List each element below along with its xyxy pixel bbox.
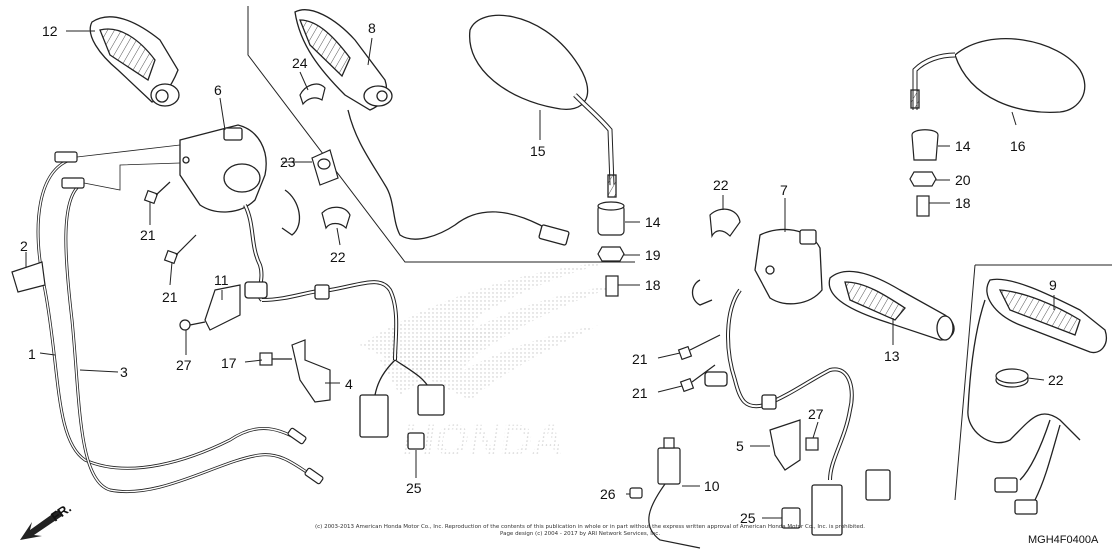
front-direction-arrow: FR. bbox=[20, 500, 74, 540]
footer: (c) 2003-2013 American Honda Motor Co., … bbox=[315, 524, 1099, 546]
callout-4: 4 bbox=[345, 376, 353, 392]
mirror-right bbox=[910, 37, 1086, 114]
callout-26: 26 bbox=[600, 486, 616, 502]
switch-housing-left bbox=[179, 124, 399, 361]
callout-2: 2 bbox=[20, 238, 28, 254]
cable-ends bbox=[54, 151, 324, 485]
callout-20: 20 bbox=[955, 172, 971, 188]
honda-wing-watermark: HONDA bbox=[360, 262, 620, 465]
callout-23: 23 bbox=[280, 154, 296, 170]
clip-24 bbox=[299, 83, 326, 106]
bolt-21-a bbox=[143, 181, 171, 205]
callout-22: 22 bbox=[1048, 372, 1064, 388]
throttle-cables bbox=[36, 158, 321, 493]
bolt-21-d bbox=[679, 364, 716, 393]
callout-21: 21 bbox=[162, 289, 178, 305]
switch-housing-right bbox=[691, 228, 891, 536]
clamp-22-right bbox=[995, 368, 1029, 388]
bolt-21-c bbox=[677, 334, 721, 361]
copyright-line-1: (c) 2003-2013 American Honda Motor Co., … bbox=[315, 524, 865, 530]
clamp-22-center bbox=[709, 208, 741, 239]
callout-16: 16 bbox=[1010, 138, 1026, 154]
callout-5: 5 bbox=[736, 438, 744, 454]
leader-lines bbox=[25, 30, 1055, 519]
callout-labels: 12 8 24 6 23 21 21 22 2 11 27 17 4 1 3 2… bbox=[20, 20, 1064, 526]
callout-24: 24 bbox=[292, 55, 308, 71]
callout-27: 27 bbox=[176, 357, 192, 373]
diagram-ref-code: MGH4F0400A bbox=[1028, 534, 1099, 546]
callout-21: 21 bbox=[632, 351, 648, 367]
callout-15: 15 bbox=[530, 143, 546, 159]
callout-3: 3 bbox=[120, 364, 128, 380]
mirror-left bbox=[469, 14, 617, 198]
callout-27: 27 bbox=[808, 406, 824, 422]
callout-25: 25 bbox=[406, 480, 422, 496]
callout-8: 8 bbox=[368, 20, 376, 36]
switch-10 bbox=[629, 437, 701, 549]
grip-heater-right bbox=[967, 278, 1107, 515]
callout-19: 19 bbox=[645, 247, 661, 263]
callout-12: 12 bbox=[42, 23, 58, 39]
callout-13: 13 bbox=[884, 348, 900, 364]
copyright-line-2: Page design (c) 2004 - 2017 by ARI Netwo… bbox=[500, 531, 660, 537]
mirror-hardware-right bbox=[909, 129, 939, 217]
callout-18: 18 bbox=[645, 277, 661, 293]
callout-11: 11 bbox=[214, 272, 229, 288]
callout-14: 14 bbox=[955, 138, 971, 154]
callout-9: 9 bbox=[1049, 277, 1057, 293]
clamp-23 bbox=[311, 149, 339, 186]
grip-13 bbox=[828, 270, 955, 341]
callout-6: 6 bbox=[214, 82, 222, 98]
callout-7: 7 bbox=[780, 182, 788, 198]
callout-17: 17 bbox=[221, 355, 237, 371]
callout-21: 21 bbox=[140, 227, 156, 243]
bracket-4 bbox=[259, 339, 331, 403]
callout-10: 10 bbox=[704, 478, 720, 494]
callout-22: 22 bbox=[713, 177, 729, 193]
clip-2 bbox=[11, 261, 46, 293]
bracket-11 bbox=[179, 284, 241, 331]
grip-heater-top bbox=[294, 9, 570, 246]
callout-22: 22 bbox=[330, 249, 346, 265]
throttle-grip-left bbox=[89, 16, 180, 107]
bolt-21-b bbox=[163, 234, 197, 265]
guide-lines bbox=[76, 144, 181, 191]
mirror-hardware-center bbox=[597, 201, 625, 297]
callout-25: 25 bbox=[740, 510, 756, 526]
callout-1: 1 bbox=[28, 346, 36, 362]
callout-21: 21 bbox=[632, 385, 648, 401]
clamp-22-left bbox=[321, 206, 351, 230]
connector-left bbox=[359, 359, 445, 450]
honda-watermark-text: HONDA bbox=[400, 416, 568, 465]
callout-18: 18 bbox=[955, 195, 971, 211]
bracket-5 bbox=[769, 419, 819, 471]
callout-14: 14 bbox=[645, 214, 661, 230]
